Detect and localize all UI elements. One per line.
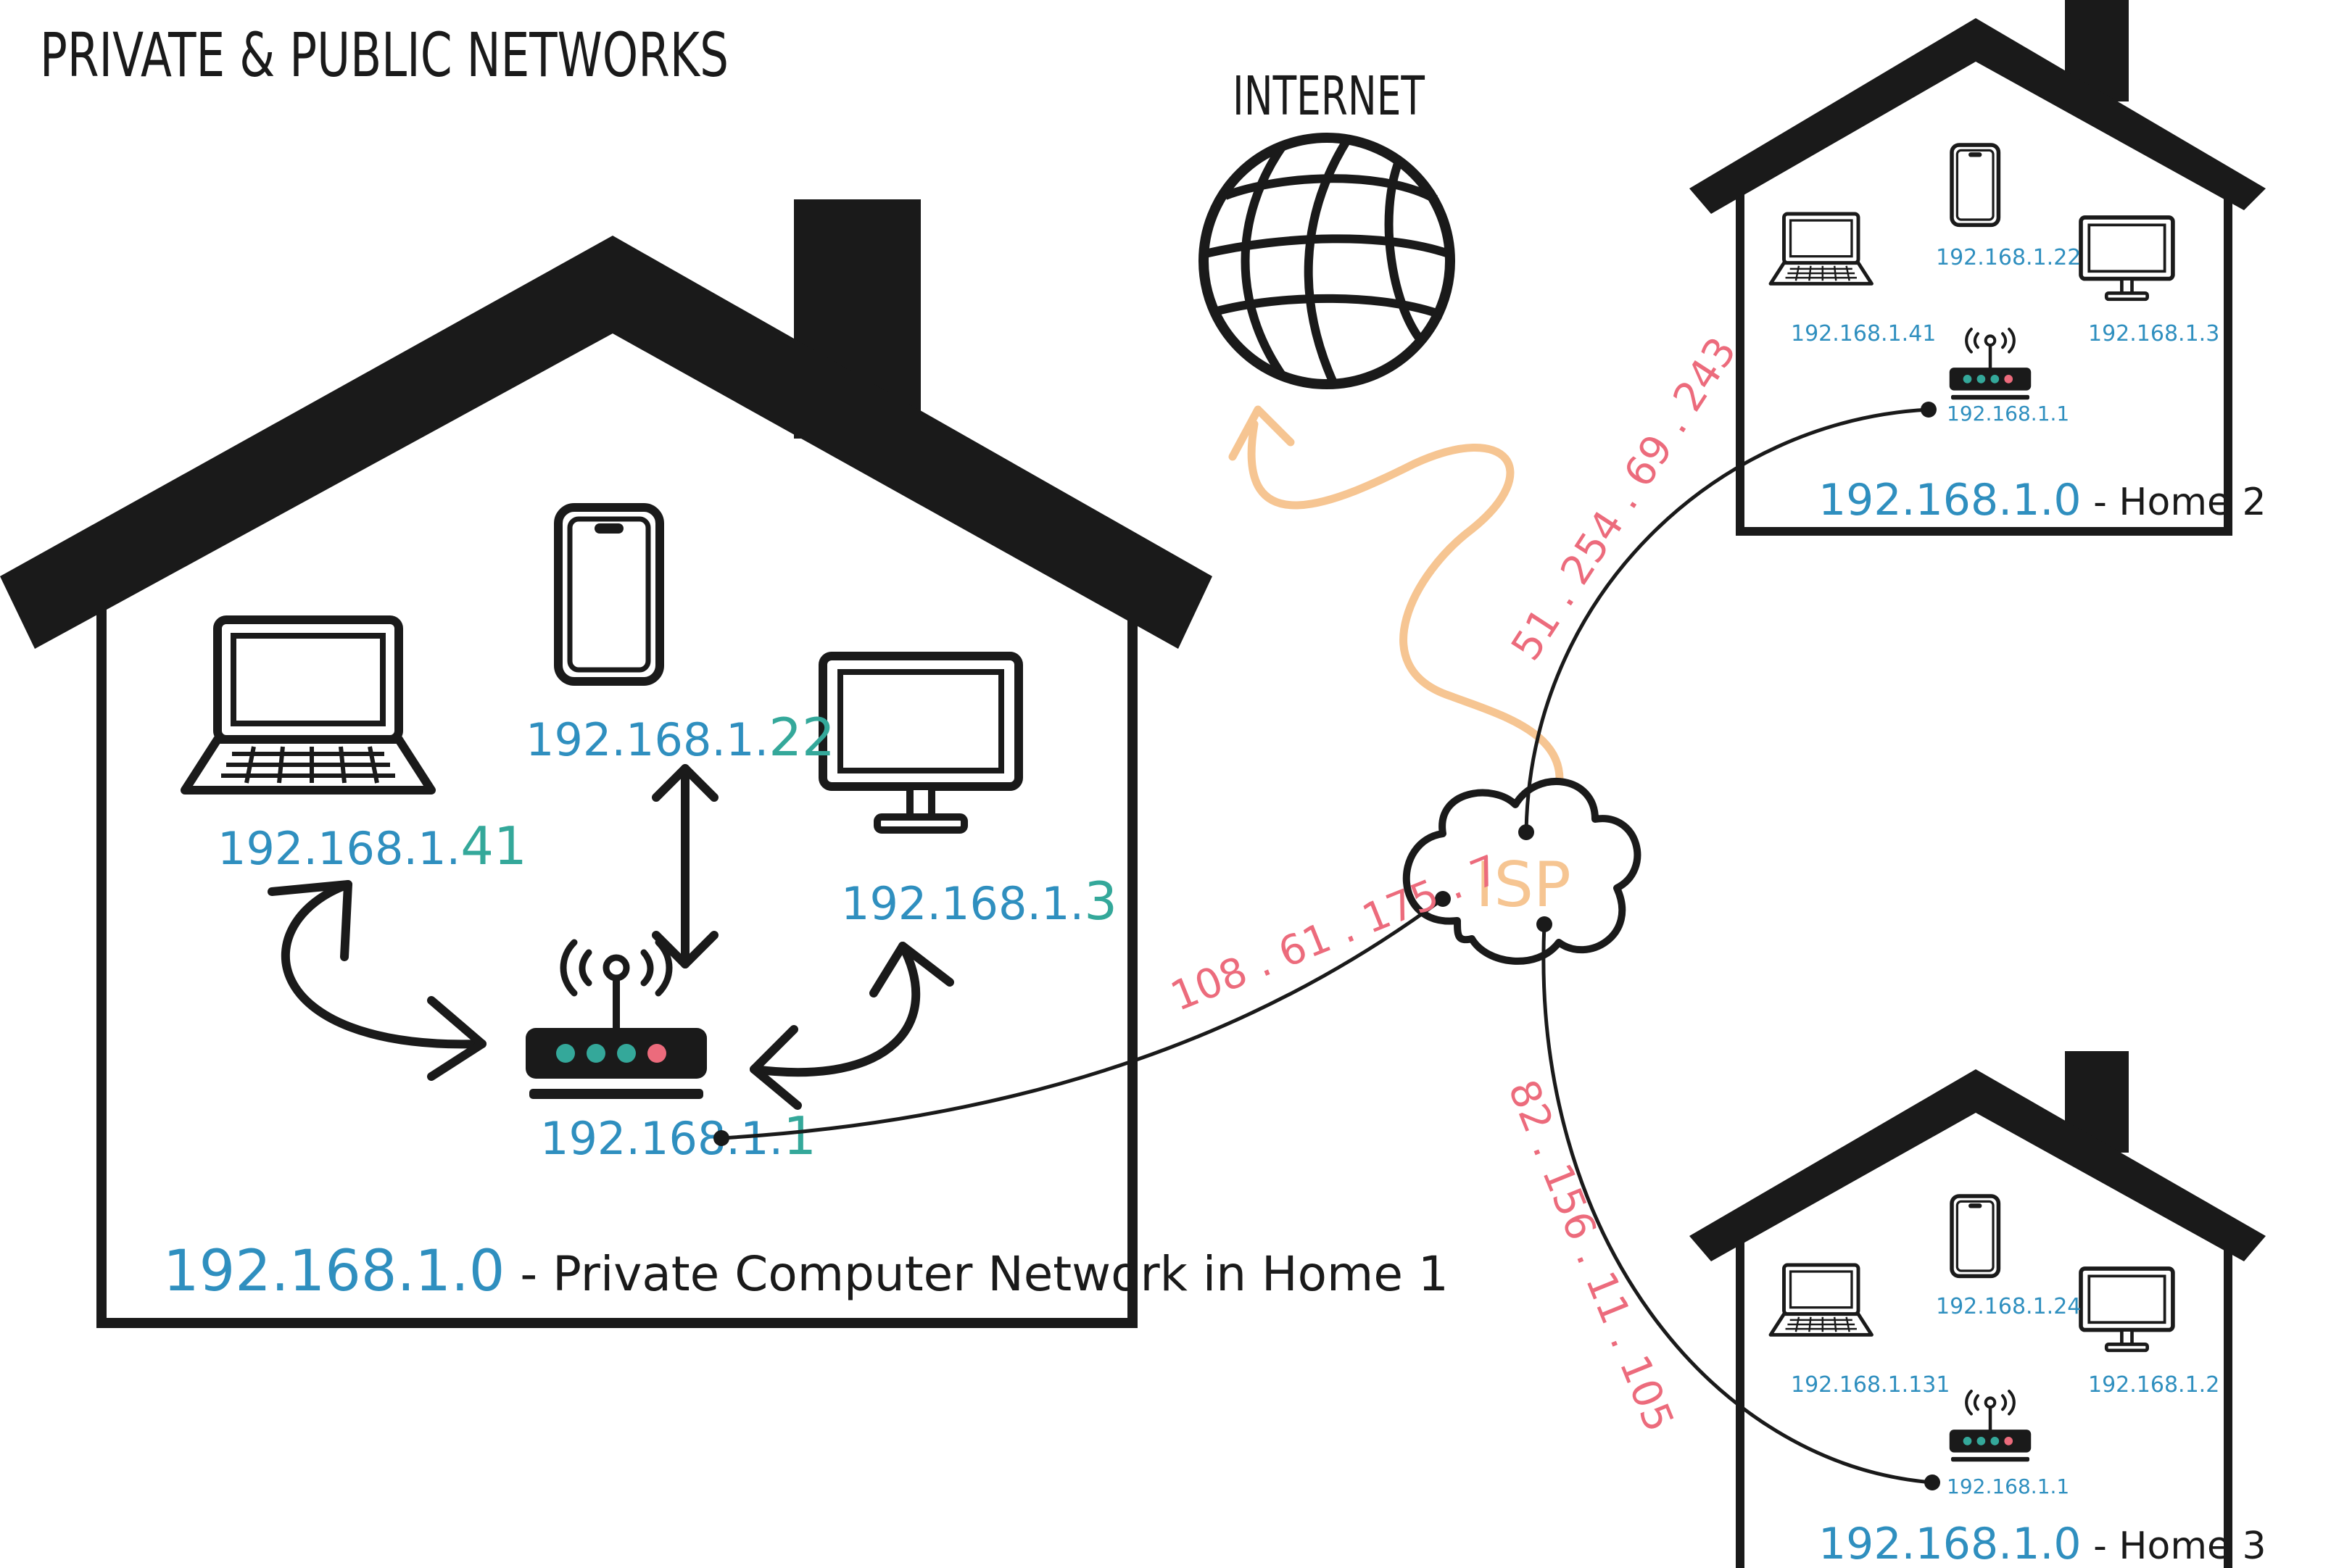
public-ip-home-1: 108 . 61 . 175 . 7 bbox=[1164, 847, 1505, 1021]
home-1-monitor bbox=[823, 656, 1019, 830]
home-1-laptop-ip: 192.168.1.41 bbox=[218, 816, 527, 876]
home-1-laptop bbox=[185, 620, 431, 790]
home-3-router-ip: 192.168.1.1 bbox=[1947, 1474, 2069, 1498]
home-1-phone bbox=[558, 507, 660, 681]
home-3-router bbox=[1950, 1391, 2032, 1461]
internet-label: INTERNET bbox=[1233, 65, 1425, 128]
home-2: 192.168.1.41 192.168.1.22 192.168.1.3 19… bbox=[1689, 0, 2266, 536]
home-3-monitor-ip: 192.168.1.2 bbox=[2088, 1372, 2219, 1398]
public-ip-home-2: 51 . 254 . 69 . 243 bbox=[1502, 329, 1746, 669]
home-2-phone bbox=[1952, 145, 1998, 225]
home-2-laptop bbox=[1771, 214, 1871, 283]
home-3-phone-ip: 192.168.1.24 bbox=[1936, 1294, 2081, 1319]
home-3-laptop-ip: 192.168.1.131 bbox=[1791, 1372, 1950, 1398]
home-3-monitor bbox=[2081, 1269, 2173, 1351]
isp-cloud: ISP bbox=[1402, 778, 1641, 965]
home-3-laptop bbox=[1771, 1265, 1871, 1335]
home-1-router bbox=[526, 942, 707, 1099]
home-2-router bbox=[1950, 329, 2032, 399]
home-1-arrows bbox=[268, 764, 954, 1110]
home-1-network-caption: 192.168.1.0 - Private Computer Network i… bbox=[163, 1239, 1449, 1304]
home-2-network-caption: 192.168.1.0 - Home 2 bbox=[1818, 475, 2266, 526]
home-1: 192.168.1.41 192.168.1.22 192.168.1.3 19… bbox=[0, 199, 1449, 1328]
connection-lines bbox=[721, 407, 1933, 1485]
home-1-roof bbox=[0, 236, 1212, 649]
connection-dots bbox=[713, 402, 1940, 1490]
internet-link bbox=[1228, 405, 1564, 831]
home-1-monitor-ip: 192.168.1.3 bbox=[841, 871, 1117, 932]
home-1-router-ip: 192.168.1.1 bbox=[540, 1106, 816, 1166]
home-2-monitor-ip: 192.168.1.3 bbox=[2088, 321, 2219, 347]
home-1-phone-ip: 192.168.1.22 bbox=[526, 707, 835, 768]
public-ip-home-3: 82 . 156 . 11 . 105 bbox=[1499, 1074, 1683, 1438]
globe-icon bbox=[1204, 138, 1450, 384]
home-1-walls bbox=[96, 609, 1138, 1328]
isp-label: ISP bbox=[1475, 849, 1571, 921]
home-3-network-caption: 192.168.1.0 - Home 3 bbox=[1818, 1519, 2266, 1568]
home-2-phone-ip: 192.168.1.22 bbox=[1936, 245, 2081, 270]
home-2-monitor bbox=[2081, 217, 2173, 299]
home-2-laptop-ip: 192.168.1.41 bbox=[1791, 321, 1936, 347]
home-3-phone bbox=[1952, 1196, 1998, 1276]
home-2-router-ip: 192.168.1.1 bbox=[1947, 402, 2069, 426]
home-3: 192.168.1.131 192.168.1.24 192.168.1.2 1… bbox=[1689, 1051, 2266, 1568]
page-title: PRIVATE & PUBLIC NETWORKS bbox=[40, 20, 729, 91]
